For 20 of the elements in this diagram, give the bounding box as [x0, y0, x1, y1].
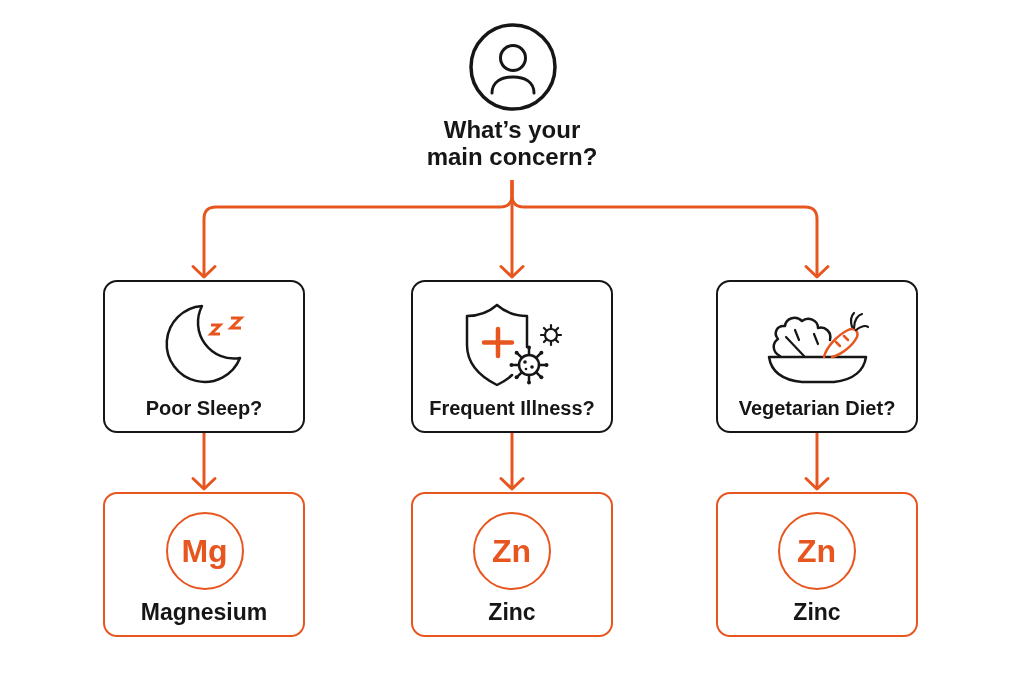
option-box	[103, 280, 305, 433]
option-label: Vegetarian Diet?	[738, 396, 896, 421]
element-symbol: Zn	[491, 532, 532, 569]
result-box	[716, 492, 918, 637]
result-box	[103, 492, 305, 637]
option-box	[411, 280, 613, 433]
option-box	[716, 280, 918, 433]
supplement-name: Zinc	[488, 598, 536, 626]
option-label: Frequent Illness?	[429, 396, 595, 421]
arrow	[804, 433, 830, 491]
question-text: What’s your main concern?	[425, 116, 599, 170]
arrow	[499, 433, 525, 491]
element-symbol: Mg	[181, 532, 228, 569]
result-box	[411, 492, 613, 637]
supplement-name: Zinc	[793, 598, 841, 626]
arrow	[510, 180, 830, 279]
supplement-name: Magnesium	[140, 598, 268, 626]
arrow	[191, 433, 217, 491]
element-symbol: Zn	[796, 532, 837, 569]
option-label: Poor Sleep?	[145, 396, 263, 421]
